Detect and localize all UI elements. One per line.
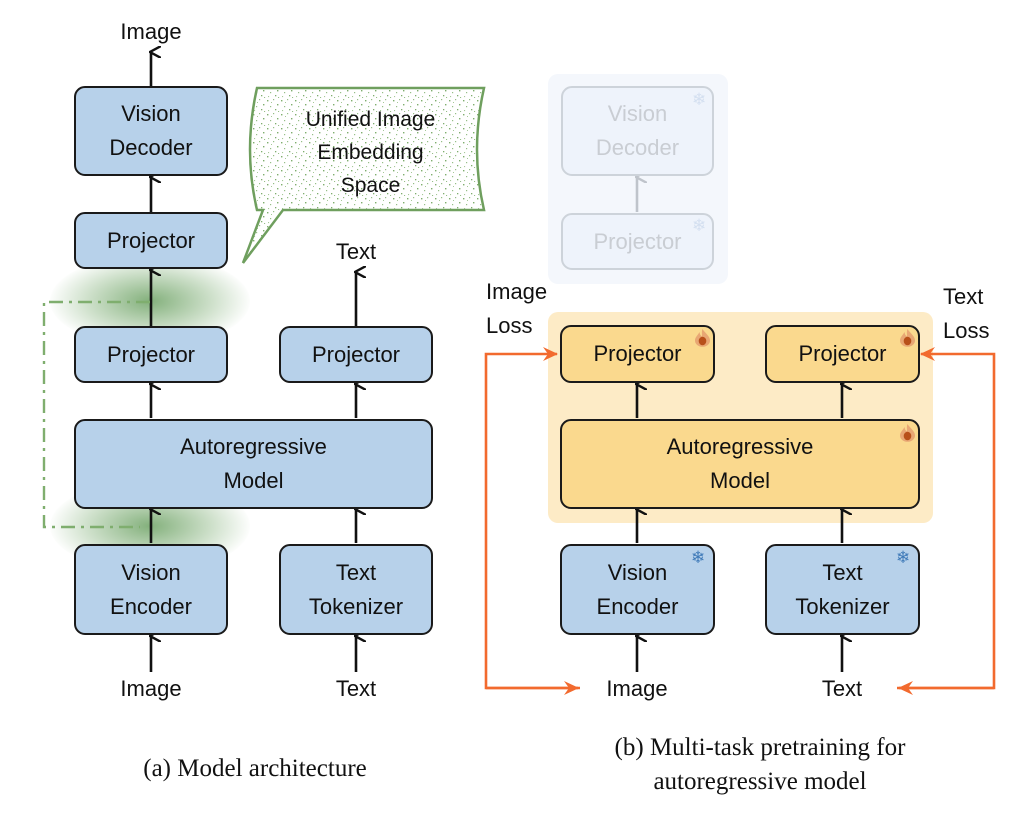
flame-icon — [900, 329, 915, 347]
caption-a: (a) Model architecture — [143, 755, 367, 782]
snowflake-icon: ❄ — [896, 548, 911, 567]
label-image-loss: Image Loss — [486, 279, 548, 338]
embedding-link-dashed — [42, 300, 150, 529]
image-projector-box-b: Projector — [560, 325, 715, 383]
snowflake-icon: ❄ — [692, 216, 707, 235]
label-text-output: Text — [335, 239, 377, 264]
snowflake-icon: ❄ — [692, 90, 707, 109]
image-loss-loop — [484, 347, 580, 690]
label-text-input-b: Text — [821, 676, 863, 701]
callout-text: Unified Image Embedding Space — [305, 108, 436, 197]
snowflake-icon: ❄ — [691, 548, 706, 567]
flame-icon — [900, 424, 915, 442]
label-text-loss: Text Loss — [943, 284, 990, 343]
label-image-input: Image — [120, 676, 182, 701]
label-text-input: Text — [335, 676, 377, 701]
text-loss-loop — [897, 347, 996, 690]
caption-b: (b) Multi-task pretraining for autoregre… — [614, 734, 906, 795]
frozen-projector-box: Projector — [561, 213, 714, 270]
text-projector-box-b: Projector — [765, 325, 920, 383]
projector-top-box: Projector — [74, 212, 228, 269]
text-projector-box: Projector — [279, 326, 433, 383]
label-image-output: Image — [120, 19, 182, 44]
label-image-input-b: Image — [606, 676, 668, 701]
callout-bubble — [241, 86, 486, 264]
image-projector-box: Projector — [74, 326, 228, 383]
flame-icon — [695, 329, 710, 347]
